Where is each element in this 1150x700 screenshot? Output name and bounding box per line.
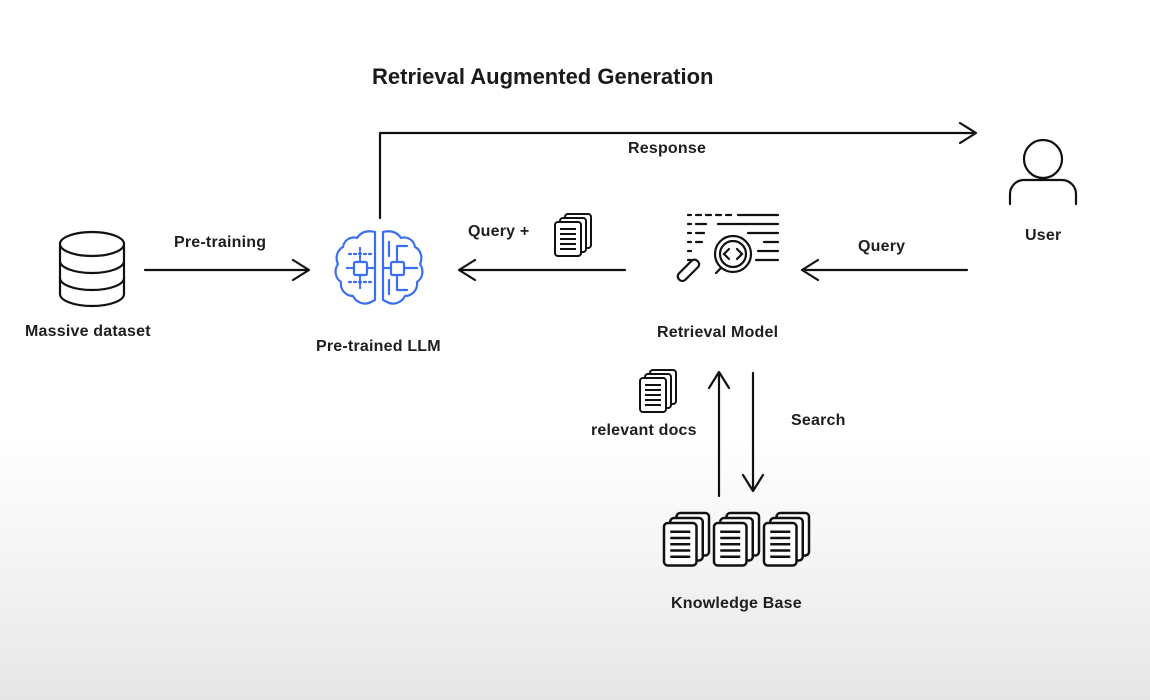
response-arrow xyxy=(378,121,978,220)
query-arrow xyxy=(800,258,969,282)
dataset-label: Massive dataset xyxy=(25,323,151,340)
relevant-docs-arrow xyxy=(707,370,731,498)
diagram-title: Retrieval Augmented Generation xyxy=(372,64,714,89)
database-icon xyxy=(58,230,126,308)
search-arrow xyxy=(741,371,765,493)
document-stacks-icon xyxy=(662,511,811,567)
user-icon xyxy=(1008,138,1078,206)
documents-icon xyxy=(639,369,677,413)
pretraining-label: Pre-training xyxy=(174,234,267,251)
user-label: User xyxy=(1025,227,1062,244)
pretraining-arrow xyxy=(143,258,311,282)
brain-chip-icon xyxy=(334,230,424,305)
documents-icon xyxy=(554,213,592,257)
query-plus-label: Query + xyxy=(468,223,530,240)
search-label: Search xyxy=(791,412,846,429)
relevant-docs-label: relevant docs xyxy=(591,422,697,439)
magnifier-code-icon xyxy=(676,213,780,283)
knowledge-base-label: Knowledge Base xyxy=(671,595,802,612)
retrieval-model-label: Retrieval Model xyxy=(657,324,779,341)
llm-label: Pre-trained LLM xyxy=(316,338,441,355)
query-plus-docs-arrow xyxy=(457,258,627,282)
query-label: Query xyxy=(858,238,906,255)
response-label: Response xyxy=(628,140,707,157)
